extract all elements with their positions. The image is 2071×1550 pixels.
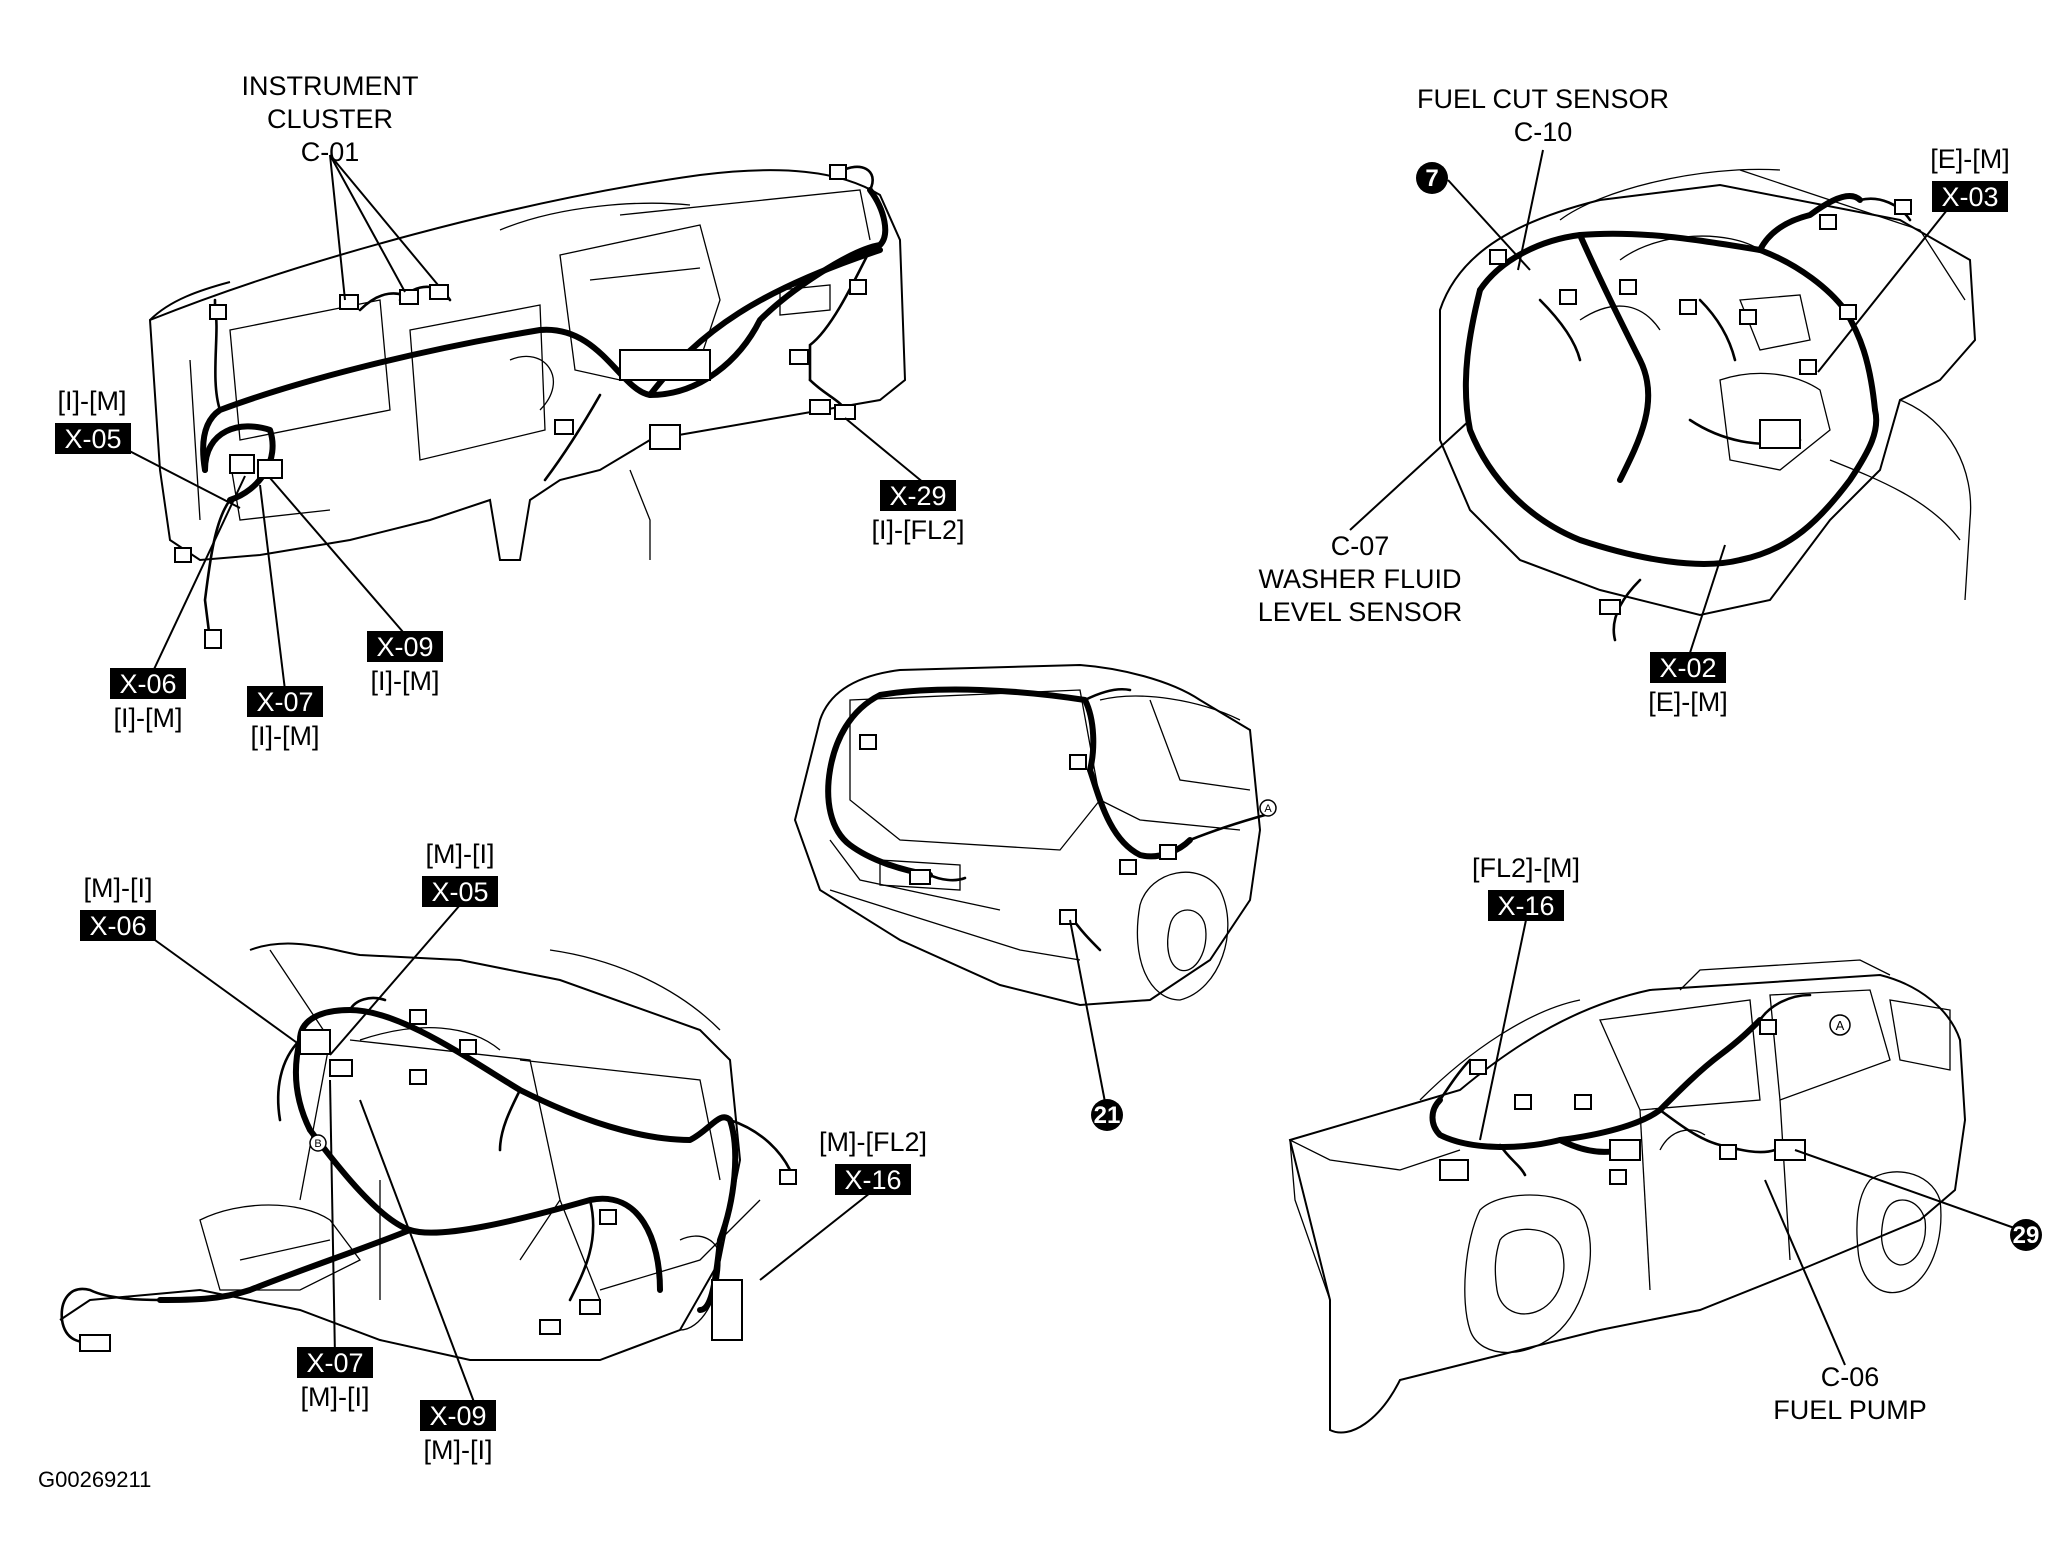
engine-bay-view: FUEL CUT SENSOR C-10 7 [E]-[M] X-03 C-07… [1258, 84, 2010, 717]
fuel-pump-title: FUEL PUMP [1773, 1395, 1927, 1425]
eb-x03-tag: X-03 [1941, 182, 1998, 212]
ip-x06-tag-bg [110, 668, 186, 699]
fh-x16-tag-bg [835, 1164, 911, 1195]
rear-badge-21-text: 21 [1094, 1102, 1121, 1129]
fuel-cut-sensor-title: FUEL CUT SENSOR [1417, 84, 1669, 114]
fh-x09-label: [M]-[I] [424, 1435, 493, 1465]
floor-marker-b [309, 1134, 327, 1152]
side-badge-29-text: 29 [2013, 1222, 2040, 1249]
ip-x05-label: [I]-[M] [58, 386, 127, 416]
fh-x06-tag: X-06 [89, 911, 146, 941]
fh-x09-tag: X-09 [429, 1401, 486, 1431]
engine-bay-badge-7 [1416, 162, 1448, 194]
fh-x05-tag-bg [422, 876, 498, 907]
vehicle-side-view: A [FL2]-[M] X-16 29 C-06 FUEL PUMP [1288, 853, 2042, 1434]
eb-x02-label: [E]-[M] [1648, 687, 1728, 717]
fh-x07-tag-bg [297, 1347, 373, 1378]
ip-x07-label: [I]-[M] [251, 721, 320, 751]
vs-x16-tag: X-16 [1497, 891, 1554, 921]
fuel-cut-sensor-code: C-10 [1514, 117, 1573, 147]
ip-x06-label: [I]-[M] [114, 703, 183, 733]
vs-x16-tag-bg [1488, 890, 1564, 921]
instrument-cluster-title-line1: INSTRUMENT [242, 71, 419, 101]
ip-x07-tag-bg [247, 686, 323, 717]
ip-x29-tag-bg [880, 480, 956, 511]
ip-x29-label: [I]-[FL2] [871, 515, 964, 545]
fuel-pump-code: C-06 [1821, 1362, 1880, 1392]
washer-fluid-code: C-07 [1331, 531, 1390, 561]
fh-x07-label: [M]-[I] [301, 1382, 370, 1412]
ip-x09-tag: X-09 [376, 632, 433, 662]
fh-x07-tag: X-07 [306, 1348, 363, 1378]
rear-badge-21 [1091, 1099, 1123, 1131]
fh-x06-label: [M]-[I] [84, 873, 153, 903]
fh-x09-tag-bg [420, 1400, 496, 1431]
vs-x16-label: [FL2]-[M] [1472, 853, 1580, 883]
instrument-panel-view: INSTRUMENT CLUSTER C-01 [I]-[M] X-05 X-0… [55, 71, 965, 751]
fh-x16-tag: X-16 [844, 1165, 901, 1195]
rear-marker-a-text: A [1264, 803, 1272, 815]
side-badge-29 [2010, 1219, 2042, 1251]
side-marker-a [1829, 1014, 1851, 1036]
floor-harness-view: B [M]-[I] X-06 [M]-[I] X-05 X-07 [M]-[I]… [59, 839, 927, 1465]
washer-fluid-title-line2: LEVEL SENSOR [1258, 597, 1463, 627]
eb-x03-label: [E]-[M] [1930, 144, 2010, 174]
ip-x09-tag-bg [367, 631, 443, 662]
eb-x03-tag-bg [1932, 181, 2008, 212]
eb-x02-tag-bg [1650, 652, 1726, 683]
fh-x16-label: [M]-[FL2] [819, 1127, 927, 1157]
diagram-id: G00269211 [38, 1467, 151, 1492]
ip-x05-tag: X-05 [64, 424, 121, 454]
washer-fluid-title-line1: WASHER FLUID [1258, 564, 1461, 594]
rear-marker-a [1259, 799, 1277, 817]
fh-x05-tag: X-05 [431, 877, 488, 907]
ip-x05-tag-bg [55, 423, 131, 454]
rear-vehicle-view: A 21 [793, 663, 1277, 1131]
ip-x06-tag: X-06 [119, 669, 176, 699]
ip-x29-tag: X-29 [889, 481, 946, 511]
ip-x09-label: [I]-[M] [371, 666, 440, 696]
fh-x05-label: [M]-[I] [426, 839, 495, 869]
ip-x07-tag: X-07 [256, 687, 313, 717]
instrument-cluster-title-line2: CLUSTER [267, 104, 393, 134]
instrument-cluster-code: C-01 [301, 137, 360, 167]
side-marker-a-text: A [1836, 1018, 1845, 1033]
engine-bay-badge-7-text: 7 [1425, 165, 1438, 192]
floor-marker-b-text: B [314, 1138, 321, 1150]
fh-x06-tag-bg [80, 910, 156, 941]
eb-x02-tag: X-02 [1659, 653, 1716, 683]
